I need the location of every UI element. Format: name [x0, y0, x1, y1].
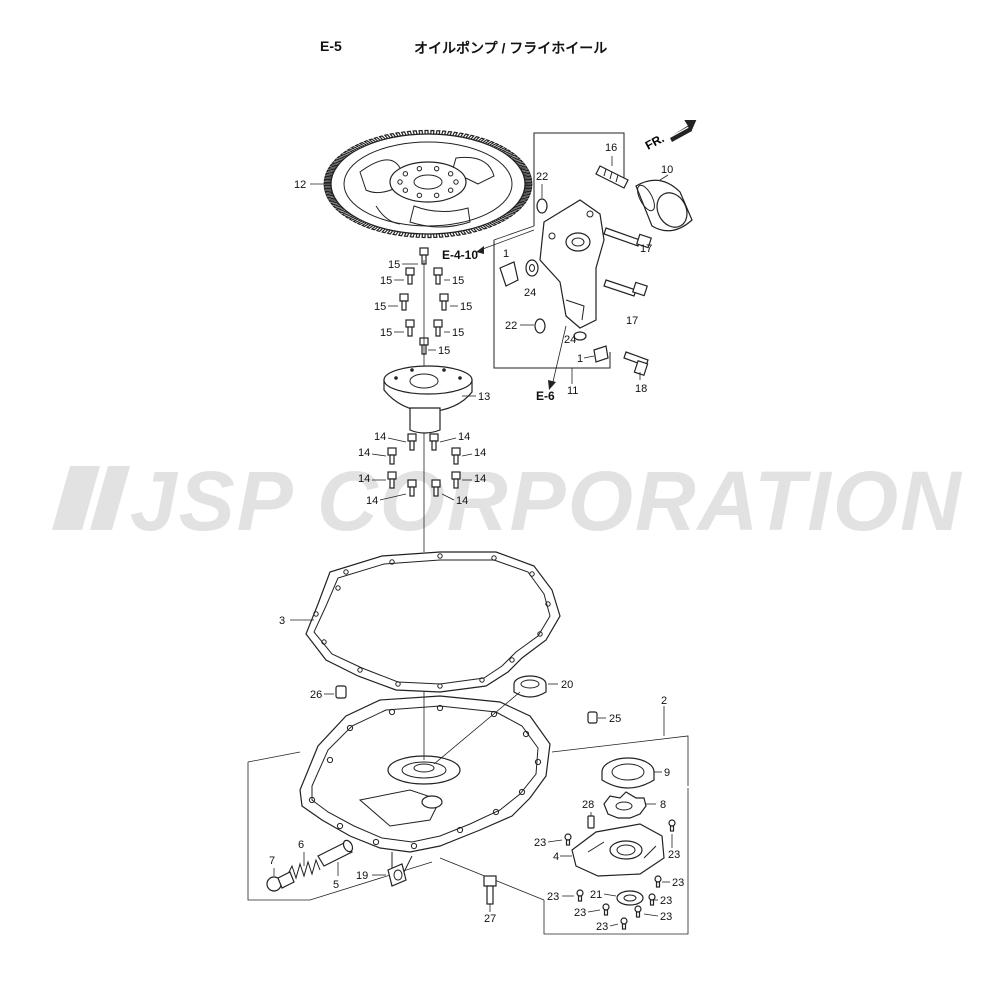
- label-14-3: 14: [358, 447, 370, 459]
- label-5: 5: [333, 879, 339, 891]
- relief-valve-plunger: [317, 839, 354, 867]
- label-22-top: 22: [536, 171, 548, 183]
- label-14-5: 14: [358, 473, 370, 485]
- label-15-8: 15: [438, 345, 450, 357]
- label-23-8: 23: [596, 921, 608, 933]
- label-15-2: 15: [380, 275, 392, 287]
- label-12: 12: [294, 179, 306, 191]
- oil-seal: [513, 675, 547, 698]
- label-15-7: 15: [452, 327, 464, 339]
- label-14-6: 14: [474, 473, 486, 485]
- label-23-2: 23: [668, 849, 680, 861]
- label-15-1: 15: [388, 259, 400, 271]
- label-19: 19: [356, 870, 368, 882]
- drain-plug-19: [387, 863, 407, 887]
- label-26: 26: [310, 689, 322, 701]
- label-24-top: 24: [524, 287, 536, 299]
- label-20: 20: [561, 679, 573, 691]
- reference-e-6[interactable]: E-6: [536, 389, 555, 403]
- pin-28: [587, 815, 595, 829]
- hub-bolts: 14 14 14 14 14 14 14 14: [358, 431, 486, 507]
- label-3: 3: [279, 615, 285, 627]
- label-7: 7: [269, 855, 275, 867]
- pump-seal: [616, 890, 644, 906]
- label-9: 9: [664, 767, 670, 779]
- watermark-text: JSP CORPORATION: [130, 454, 963, 548]
- label-6: 6: [298, 839, 304, 851]
- label-24-bottom: 24: [564, 334, 576, 346]
- label-23-6: 23: [574, 907, 586, 919]
- label-15-4: 15: [374, 301, 386, 313]
- label-11: 11: [567, 385, 578, 397]
- label-8: 8: [660, 799, 666, 811]
- label-1-bottom: 1: [577, 353, 583, 365]
- label-23-7: 23: [660, 911, 672, 923]
- reference-arrow-icon: [476, 246, 484, 254]
- label-14-1: 14: [374, 431, 386, 443]
- relief-valve-spring: [287, 858, 321, 880]
- bolt-27: [483, 875, 497, 905]
- label-15-3: 15: [452, 275, 464, 287]
- label-14-2: 14: [458, 431, 470, 443]
- label-17-top: 17: [640, 243, 652, 255]
- label-14-8: 14: [456, 495, 468, 507]
- label-1-top: 1: [503, 248, 509, 260]
- gasket: [305, 551, 561, 693]
- label-15-5: 15: [460, 301, 472, 313]
- label-28: 28: [582, 799, 594, 811]
- watermark: JSP CORPORATION: [52, 454, 963, 548]
- label-23-5: 23: [660, 895, 672, 907]
- dowel-pin-26: [335, 685, 347, 699]
- oil-filter-assembly: [493, 132, 693, 377]
- outer-rotor: [601, 757, 655, 789]
- label-21: 21: [590, 889, 602, 901]
- label-23-3: 23: [672, 877, 684, 889]
- crankcase-cover: [299, 695, 551, 873]
- relief-valve-plug: [266, 871, 295, 892]
- oil-pump-cover: [571, 823, 665, 877]
- label-16: 16: [605, 142, 617, 154]
- flywheel-hub: [383, 365, 473, 434]
- label-23-1: 23: [534, 837, 546, 849]
- diagram-code: E-5: [320, 38, 342, 54]
- reference-e-4-10[interactable]: E-4-10: [442, 248, 478, 262]
- front-direction-arrow: FR.: [643, 119, 697, 153]
- label-14-7: 14: [366, 495, 378, 507]
- label-2: 2: [661, 695, 667, 707]
- label-10: 10: [661, 164, 673, 176]
- label-17-bottom: 17: [626, 315, 638, 327]
- inner-rotor: [603, 791, 647, 819]
- flywheel-ring-gear: [323, 129, 533, 239]
- label-14-4: 14: [474, 447, 486, 459]
- label-23-4: 23: [547, 891, 559, 903]
- reference-arrow-icon-2: [548, 380, 556, 390]
- label-15-6: 15: [380, 327, 392, 339]
- label-18: 18: [635, 383, 647, 395]
- diagram-title: オイルポンプ / フライホイール: [414, 40, 608, 56]
- label-4: 4: [553, 851, 559, 863]
- label-25: 25: [609, 713, 621, 725]
- label-22-bottom: 22: [505, 320, 517, 332]
- label-13: 13: [478, 391, 490, 403]
- dowel-pin-25: [587, 711, 598, 724]
- label-27: 27: [484, 913, 496, 925]
- arrow-icon: [672, 119, 697, 136]
- front-label: FR.: [643, 131, 667, 152]
